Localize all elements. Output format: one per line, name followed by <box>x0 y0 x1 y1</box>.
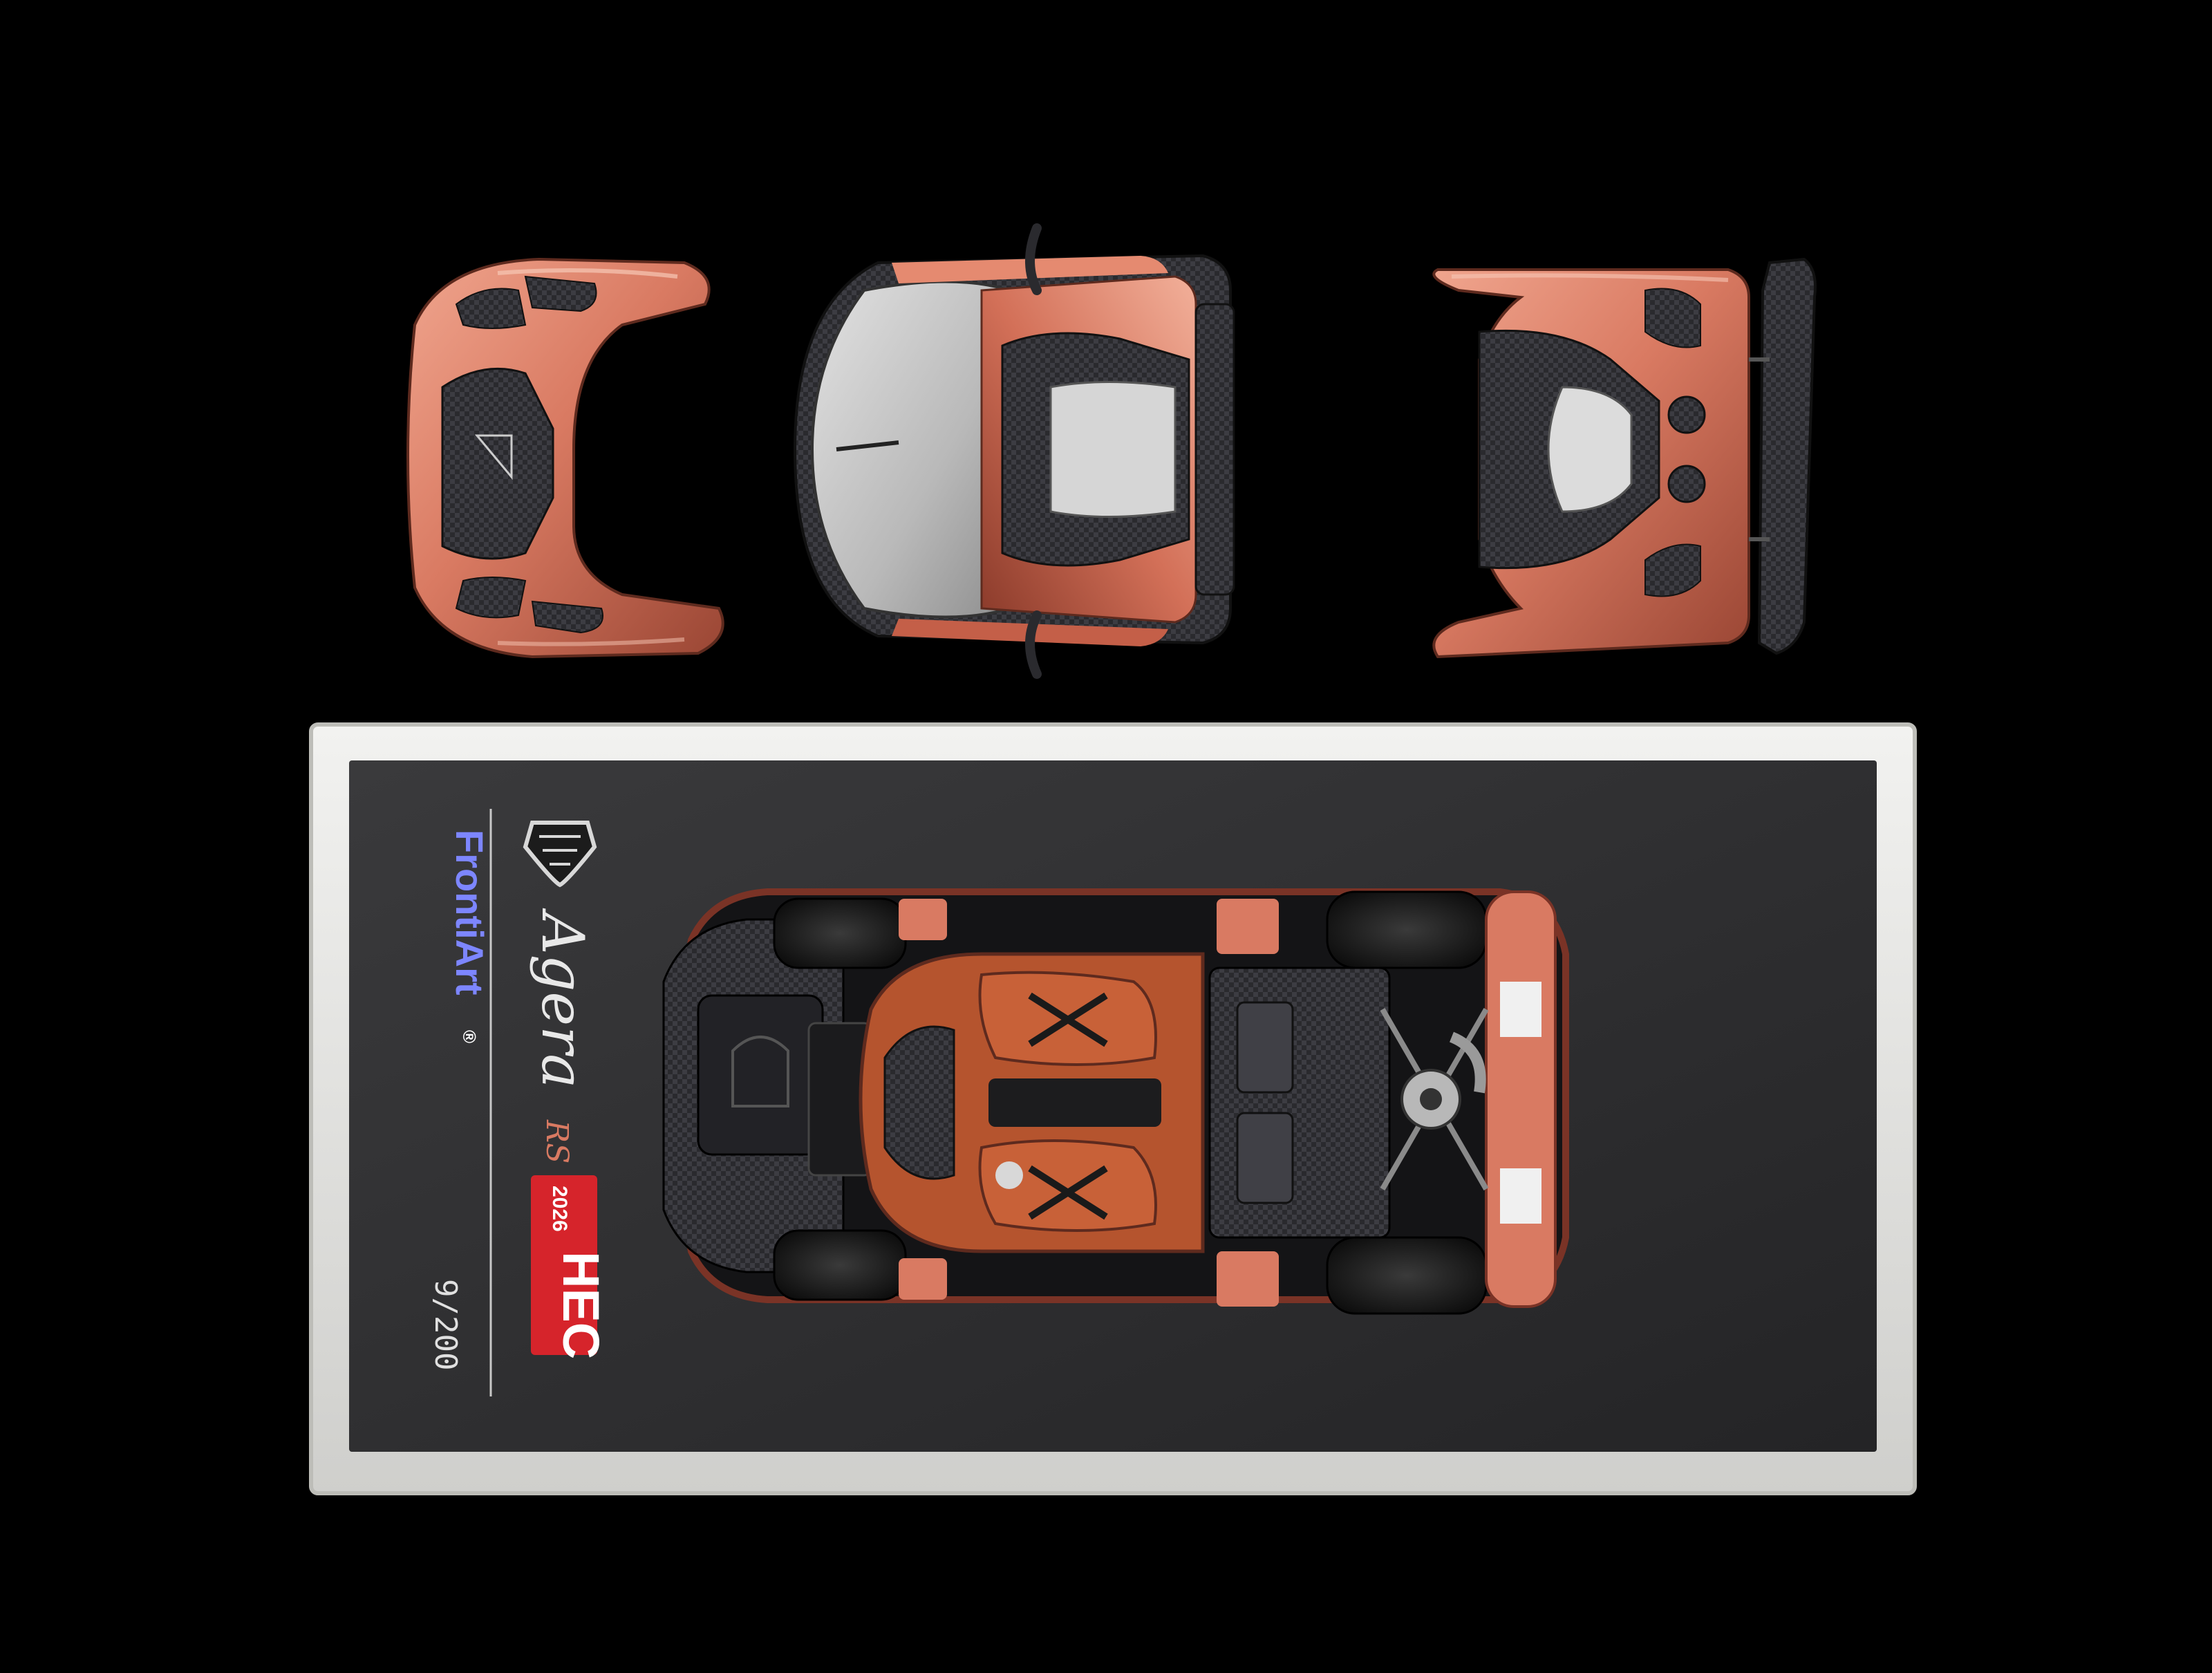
event-year: 2026 <box>548 1186 571 1232</box>
model-script: Agera <box>529 908 597 1088</box>
tyre-rear-right <box>1326 1236 1488 1315</box>
display-case: FrontiArt ® Agera RS 2026 HEC 9/200 <box>309 722 1917 1495</box>
koenigsegg-shield-icon <box>523 821 597 888</box>
brand-label: FrontiArt <box>448 830 491 996</box>
center-cabin-shell <box>793 223 1235 679</box>
seat-right <box>978 1139 1157 1232</box>
tyre-front-right <box>773 1229 907 1301</box>
brand-label-group: FrontiArt ® <box>448 830 491 1043</box>
tyre-rear-left <box>1326 890 1488 969</box>
model-suffix: RS <box>539 1119 574 1163</box>
model-script-group: Agera RS <box>529 908 597 1163</box>
event-logo-text: HEC <box>552 1251 610 1359</box>
car-chassis <box>662 888 1569 1315</box>
rear-clamshell <box>1432 257 1817 659</box>
brand-registered-mark: ® <box>459 1030 480 1043</box>
front-clamshell <box>406 257 724 659</box>
tyre-front-left <box>773 897 907 969</box>
hec-event-logo: 2026 HEC <box>531 1175 610 1359</box>
edition-number: 9/200 <box>428 1279 463 1370</box>
